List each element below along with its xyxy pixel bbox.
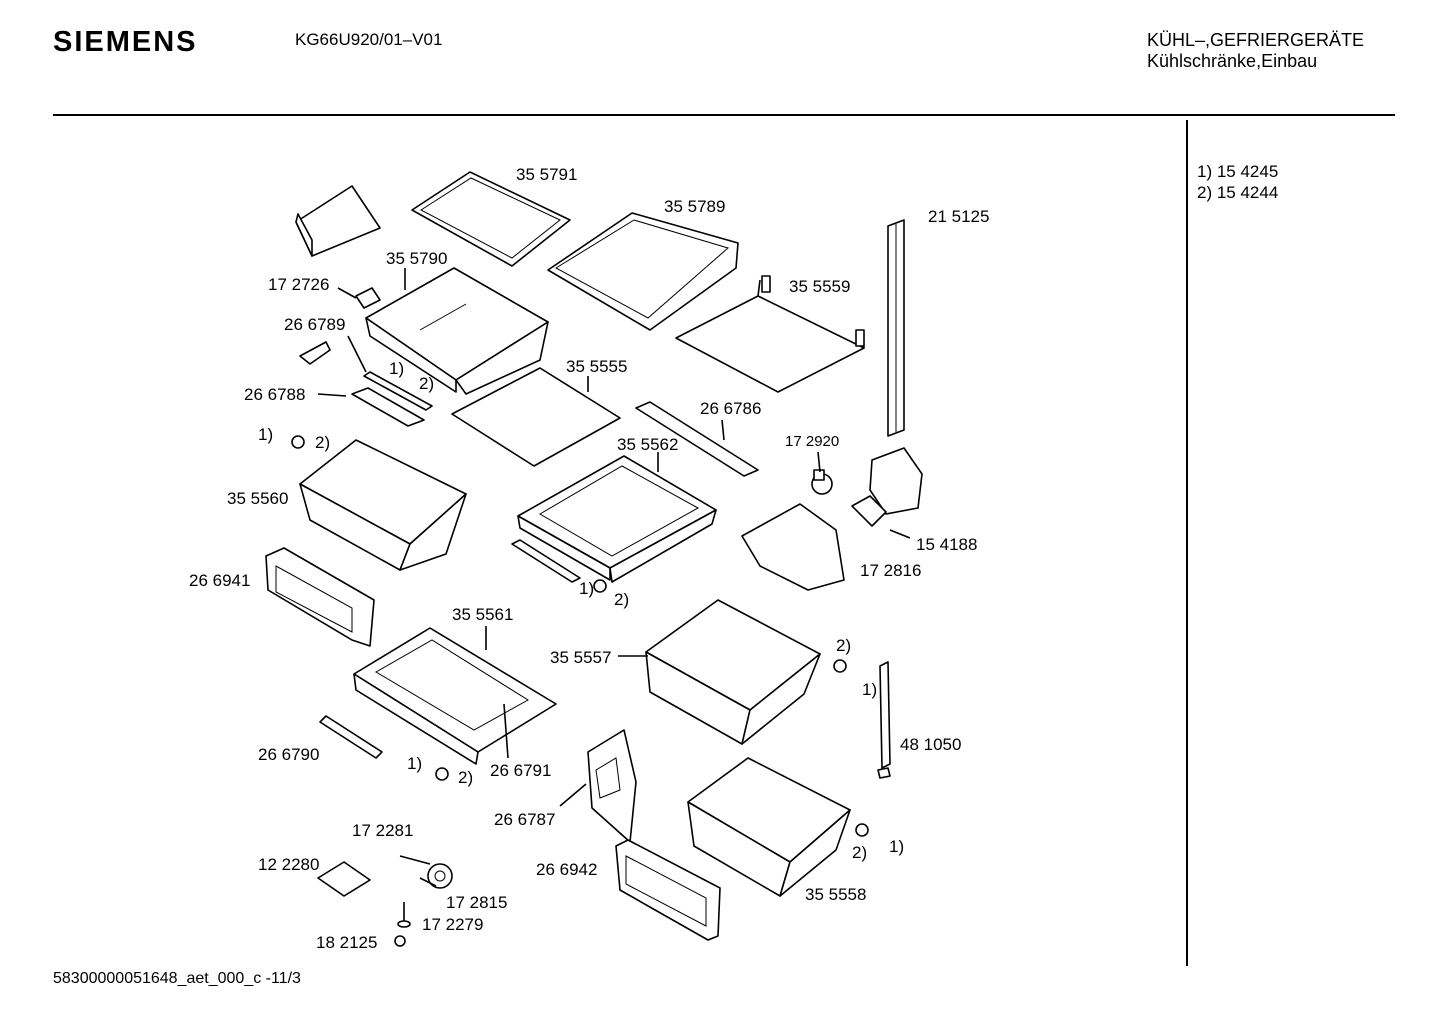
- bottle-tray[interactable]: [353, 627, 557, 765]
- ref-2: 2): [614, 590, 629, 609]
- foot-screw[interactable]: [397, 902, 411, 928]
- model-number: KG66U920/01–V01: [295, 30, 443, 49]
- label-266787: 26 6787: [494, 810, 555, 829]
- footnote-2: 2) 15 4244: [1197, 183, 1279, 202]
- label-266788: 26 6788: [244, 385, 305, 404]
- door-bracket[interactable]: [295, 185, 381, 257]
- glass-shelf-large[interactable]: [547, 212, 739, 331]
- label-182125: 18 2125: [316, 933, 377, 952]
- knob-icon[interactable]: [833, 659, 847, 673]
- drawer-front-panel[interactable]: [265, 547, 375, 647]
- knob-icon[interactable]: [855, 823, 869, 837]
- crisper-drawer-upper[interactable]: [299, 439, 467, 571]
- trim-strip-lower[interactable]: [351, 387, 425, 427]
- label-355790: 35 5790: [386, 249, 447, 268]
- label-355557: 35 5557: [550, 648, 611, 667]
- tray-slide[interactable]: [511, 539, 581, 583]
- ref-2: 2): [458, 768, 473, 787]
- label-172279: 17 2279: [422, 915, 483, 934]
- ref-1: 1): [389, 359, 404, 378]
- label-355555: 35 5555: [566, 357, 627, 376]
- ref-2: 2): [419, 374, 434, 393]
- crisper-drawer-middle[interactable]: [645, 599, 821, 745]
- label-266791: 26 6791: [490, 761, 551, 780]
- ref-1: 1): [579, 579, 594, 598]
- knob-icon[interactable]: [593, 579, 607, 593]
- door-seal-strip[interactable]: [877, 661, 891, 779]
- wire-shelf[interactable]: [675, 275, 865, 393]
- category-title: KÜHL–,GEFRIERGERÄTE: [1147, 30, 1365, 50]
- ref-1: 1): [889, 837, 904, 856]
- ref-1: 1): [862, 680, 877, 699]
- label-172920: 17 2920: [785, 433, 839, 450]
- ref-1: 1): [258, 425, 273, 444]
- label-172816: 17 2816: [860, 561, 921, 580]
- label-172815: 17 2815: [446, 893, 507, 912]
- label-355560: 35 5560: [227, 489, 288, 508]
- label-355558: 35 5558: [805, 885, 866, 904]
- sidebar-divider: [1186, 120, 1188, 966]
- label-266789: 26 6789: [284, 315, 345, 334]
- clip-part[interactable]: [355, 287, 381, 309]
- label-266790: 26 6790: [258, 745, 319, 764]
- screw-pin[interactable]: [399, 855, 453, 889]
- o-ring-icon[interactable]: [394, 935, 406, 947]
- label-355561: 35 5561: [452, 605, 513, 624]
- label-154188: 15 4188: [916, 535, 977, 554]
- lamp-socket[interactable]: [851, 495, 887, 527]
- label-266942: 26 6942: [536, 860, 597, 879]
- leader-lines: [317, 268, 911, 887]
- part-labels: 35 5791 35 5789 21 5125 35 5790 17 2726 …: [189, 165, 989, 952]
- fan-cover[interactable]: [587, 729, 637, 843]
- light-bulb-icon[interactable]: [811, 469, 833, 495]
- document-code: 58300000051648_aet_000_c -11/3: [53, 970, 301, 987]
- side-rail[interactable]: [887, 219, 905, 437]
- label-266941: 26 6941: [189, 571, 250, 590]
- knob-icon[interactable]: [435, 767, 449, 781]
- knob-icon[interactable]: [291, 435, 305, 449]
- label-215125: 21 5125: [928, 207, 989, 226]
- tray-slide-lower[interactable]: [319, 715, 383, 759]
- label-266786: 26 6786: [700, 399, 761, 418]
- reference-marks: 1) 2) 1) 2) 1) 2) 2) 1) 1) 2) 1) 2): [258, 359, 904, 862]
- ref-2: 2): [852, 843, 867, 862]
- label-355562: 35 5562: [617, 435, 678, 454]
- label-172726: 17 2726: [268, 275, 329, 294]
- label-355559: 35 5559: [789, 277, 850, 296]
- category-subtitle: Kühlschränke,Einbau: [1147, 51, 1318, 71]
- label-481050: 48 1050: [900, 735, 961, 754]
- lamp-cover[interactable]: [869, 447, 923, 515]
- switch-part[interactable]: [317, 861, 371, 897]
- ref-2: 2): [315, 433, 330, 452]
- label-122280: 12 2280: [258, 855, 319, 874]
- label-355791: 35 5791: [516, 165, 577, 184]
- brand-logo: SIEMENS: [53, 26, 198, 58]
- thermostat-housing[interactable]: [741, 503, 845, 591]
- trim-strip-upper[interactable]: [299, 341, 433, 411]
- label-172281: 17 2281: [352, 821, 413, 840]
- crisper-drawer-lower[interactable]: [687, 757, 851, 897]
- ref-1: 1): [407, 754, 422, 773]
- cover-rail[interactable]: [635, 401, 759, 477]
- glass-shelf-small[interactable]: [411, 171, 571, 267]
- label-355789: 35 5789: [664, 197, 725, 216]
- ref-2: 2): [836, 636, 851, 655]
- chiller-tray[interactable]: [517, 455, 717, 583]
- header-divider: [53, 114, 1395, 116]
- crisper-drawer-top[interactable]: [365, 267, 549, 395]
- glass-plate[interactable]: [451, 367, 621, 467]
- footnote-1: 1) 15 4245: [1197, 162, 1279, 181]
- drawer-front-panel-lower[interactable]: [615, 839, 721, 941]
